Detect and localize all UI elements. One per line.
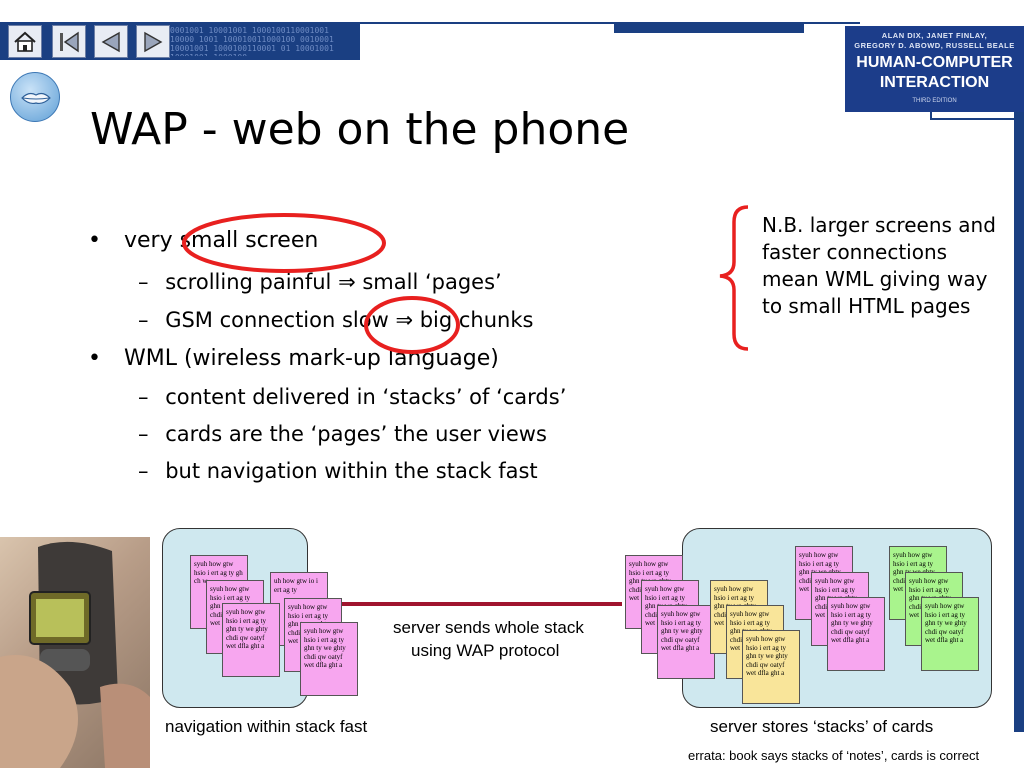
sub-bullet-1-2: – GSM connection slow ⇒ big chunks <box>138 308 533 332</box>
left-caption: navigation within stack fast <box>165 717 368 736</box>
sub-bullet-1-1-text: scrolling painful ⇒ small ‘pages’ <box>165 270 502 294</box>
side-note: N.B. larger screens and faster connectio… <box>762 213 996 318</box>
sub-bullet-2-1-text: content delivered in ‘stacks’ of ‘cards’ <box>165 385 567 409</box>
sub-bullet-marker: – <box>138 459 149 483</box>
next-slide-icon <box>144 31 163 52</box>
curly-brace <box>719 205 749 351</box>
sub-bullet-marker: – <box>138 422 149 446</box>
book-title-line2: INTERACTION <box>879 74 990 91</box>
sub-bullet-marker: – <box>138 308 149 332</box>
phone-photo <box>0 537 150 768</box>
sub-bullet-1-2-text: GSM connection slow ⇒ big chunks <box>165 308 534 332</box>
card: syuh how gtw hsio i ert ag ty ghn ty we … <box>657 605 715 679</box>
first-slide-icon <box>60 31 79 52</box>
home-icon <box>14 31 36 52</box>
slide-title: WAP - web on the phone <box>90 104 630 155</box>
sub-bullet-marker: – <box>138 270 149 294</box>
sub-bullet-2-2: – cards are the ‘pages’ the user views <box>138 422 547 446</box>
next-slide-button[interactable] <box>136 25 170 58</box>
bullet-marker: • <box>88 346 101 371</box>
bullet-1-text: very small screen <box>123 228 319 253</box>
bullet-2: • WML (wireless mark-up language) <box>88 346 499 371</box>
book-authors-line1: ALAN DIX, JANET FINLAY, <box>881 31 988 40</box>
card: syuh how gtw hsio i ert ag ty ghn ty we … <box>742 630 800 704</box>
header-accent-bar <box>614 24 804 33</box>
arrow-caption-line1: server sends whole stack <box>393 618 584 637</box>
right-edge-bar <box>1014 112 1024 732</box>
transfer-arrow <box>304 596 622 612</box>
book-authors-line2: GREGORY D. ABOWD, RUSSELL BEALE <box>854 41 1015 50</box>
card: syuh how gtw hsio i ert ag ty ghn ty we … <box>827 597 885 671</box>
sub-bullet-2-2-text: cards are the ‘pages’ the user views <box>165 422 547 446</box>
highlight-ellipse-small-screen <box>182 213 386 273</box>
book-title-line1: HUMAN-COMPUTER <box>856 54 1013 71</box>
first-slide-button[interactable] <box>52 25 86 58</box>
arrow-caption-line2: using WAP protocol <box>411 641 560 660</box>
home-button[interactable] <box>8 25 42 58</box>
lips-logo-icon <box>10 72 60 122</box>
bullet-marker: • <box>88 228 101 253</box>
bullet-2-text: WML (wireless mark-up language) <box>123 346 499 371</box>
sub-bullet-2-3: – but navigation within the stack fast <box>138 459 538 483</box>
card: syuh how gtw hsio i ert ag ty ghn ty we … <box>222 603 280 677</box>
errata-note: errata: book says stacks of ‘notes’, car… <box>688 748 980 763</box>
sub-bullet-2-3-text: but navigation within the stack fast <box>165 459 538 483</box>
bullet-1: • very small screen <box>88 228 318 253</box>
previous-slide-icon <box>101 31 120 52</box>
sub-bullet-2-1: – content delivered in ‘stacks’ of ‘card… <box>138 385 566 409</box>
card: syuh how gtw hsio i ert ag ty ghn ty we … <box>300 622 358 696</box>
book-authors: ALAN DIX, JANET FINLAY, GREGORY D. ABOWD… <box>845 31 1024 51</box>
book-edition: THIRD EDITION <box>912 98 957 104</box>
card: syuh how gtw hsio i ert ag ty ghn ty we … <box>921 597 979 671</box>
previous-slide-button[interactable] <box>94 25 128 58</box>
sub-bullet-marker: – <box>138 385 149 409</box>
highlight-ellipse-slow <box>364 296 460 354</box>
book-frame-line <box>930 112 1024 120</box>
right-caption: server stores ‘stacks’ of cards <box>710 717 934 736</box>
header-rule <box>0 22 860 24</box>
book-cover: ALAN DIX, JANET FINLAY, GREGORY D. ABOWD… <box>845 26 1024 112</box>
sub-bullet-1-1: – scrolling painful ⇒ small ‘pages’ <box>138 270 502 294</box>
binary-pattern: 0001001 10001001 1000100110001001 10000 … <box>170 26 334 56</box>
